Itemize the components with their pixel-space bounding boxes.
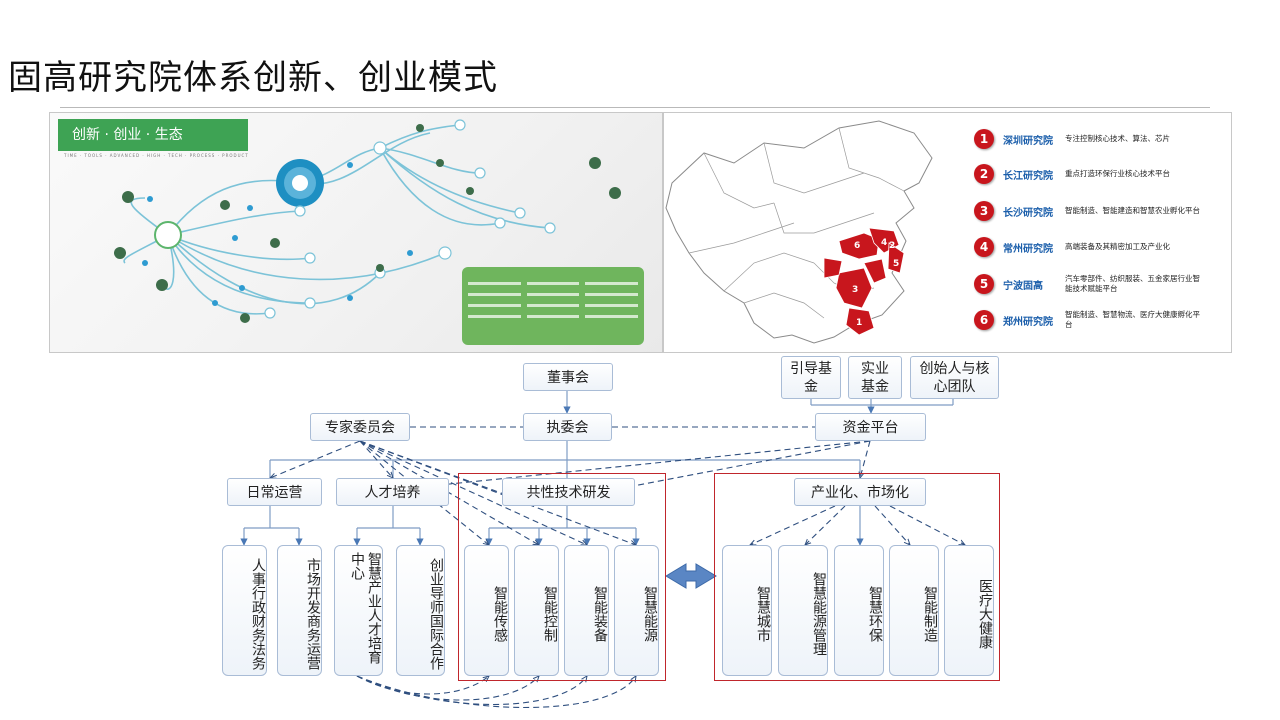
map-marker-1: 1 — [856, 318, 862, 328]
page-title: 固高研究院体系创新、创业模式 — [8, 58, 498, 98]
institute-item: 2 长江研究院 重点打造环保行业核心技术平台 — [974, 160, 1205, 188]
china-map: 6 4 2 5 3 1 — [665, 120, 933, 344]
institute-number-badge: 6 — [974, 310, 994, 330]
map-marker-2: 2 — [889, 241, 895, 251]
smart-sensing-box: 智能传感 — [464, 545, 509, 676]
talent-training-box: 人才培养 — [336, 478, 449, 506]
hr-admin-finance-legal-box: 人事行政财务法务 — [222, 545, 267, 676]
institute-item: 5 宁波固高 汽车零部件、纺织服装、五金家居行业智能技术赋能平台 — [974, 270, 1205, 298]
ecosystem-banner: 创新 · 创业 · 生态 — [58, 119, 248, 151]
smart-energy-box: 智慧能源 — [614, 545, 659, 676]
map-marker-3: 3 — [852, 285, 858, 295]
guide-fund-box: 引导基金 — [781, 356, 841, 399]
ecosystem-diagram: 创新 · 创业 · 生态 TIME · TOOLS · ADVANCED · H… — [49, 112, 663, 353]
ecosystem-note-card — [462, 267, 644, 345]
institute-number-badge: 3 — [974, 201, 994, 221]
smart-environment-box: 智慧环保 — [834, 545, 884, 676]
smart-manufacturing-box: 智能制造 — [889, 545, 939, 676]
industry-fund-box: 实业基金 — [848, 356, 902, 399]
institute-item: 6 郑州研究院 智能制造、智慧物流、医疗大健康孵化平台 — [974, 306, 1205, 334]
title-divider — [60, 107, 1210, 108]
tech-rd-frame — [458, 473, 666, 681]
institute-item: 1 深圳研究院 专注控制核心技术、算法、芯片 — [974, 125, 1205, 153]
exec-committee-box: 执委会 — [523, 413, 612, 441]
talent-center-box: 智慧产业人才培育中心 — [334, 545, 383, 676]
institute-desc: 智能制造、智能建造和智慧农业孵化平台 — [1065, 206, 1200, 215]
institute-item: 4 常州研究院 高端装备及其精密加工及产业化 — [974, 233, 1205, 261]
institute-desc: 高端装备及其精密加工及产业化 — [1065, 242, 1170, 251]
institute-name: 深圳研究院 — [1003, 135, 1053, 147]
map-marker-6: 6 — [854, 241, 860, 251]
map-marker-5: 5 — [893, 259, 899, 269]
institute-number-badge: 4 — [974, 237, 994, 257]
institute-name: 长江研究院 — [1003, 170, 1053, 182]
double-arrow-icon — [665, 563, 717, 589]
market-business-ops-box: 市场开发商务运营 — [277, 545, 322, 676]
founders-team-box: 创始人与核心团队 — [910, 356, 999, 399]
industry-frame — [714, 473, 1000, 681]
institute-number-badge: 2 — [974, 164, 994, 184]
smart-city-box: 智慧城市 — [722, 545, 772, 676]
expert-committee-box: 专家委员会 — [310, 413, 410, 441]
ecosystem-network-graphic — [114, 119, 621, 323]
institute-number-badge: 5 — [974, 274, 994, 294]
china-map-panel: 6 4 2 5 3 1 1 深圳研究院 专注控制核心技术、算法、芯片 2 长江研… — [663, 112, 1232, 353]
mentor-cooperation-box: 创业导师国际合作 — [396, 545, 445, 676]
institute-name: 常州研究院 — [1003, 243, 1053, 255]
institute-desc: 智能制造、智慧物流、医疗大健康孵化平台 — [1065, 310, 1200, 329]
smart-control-box: 智能控制 — [514, 545, 559, 676]
institute-name: 长沙研究院 — [1003, 207, 1053, 219]
institute-name: 郑州研究院 — [1003, 316, 1053, 328]
common-tech-rd-box: 共性技术研发 — [502, 478, 635, 506]
institute-name: 宁波固高 — [1003, 280, 1043, 292]
board-box: 董事会 — [523, 363, 613, 391]
industrialization-box: 产业化、市场化 — [794, 478, 926, 506]
fund-platform-box: 资金平台 — [815, 413, 926, 441]
institute-item: 3 长沙研究院 智能制造、智能建造和智慧农业孵化平台 — [974, 197, 1205, 225]
institute-desc: 汽车零部件、纺织服装、五金家居行业智能技术赋能平台 — [1065, 274, 1200, 293]
institute-number-badge: 1 — [974, 129, 994, 149]
medical-health-box: 医疗大健康 — [944, 545, 994, 676]
note-text-lines — [468, 282, 638, 318]
daily-ops-box: 日常运营 — [227, 478, 322, 506]
institute-desc: 重点打造环保行业核心技术平台 — [1065, 169, 1170, 178]
ecosystem-subtitle: TIME · TOOLS · ADVANCED · HIGH · TECH · … — [64, 153, 249, 158]
map-marker-4: 4 — [881, 238, 887, 248]
smart-equipment-box: 智能装备 — [564, 545, 609, 676]
smart-energy-mgmt-box: 智慧能源管理 — [778, 545, 828, 676]
institute-desc: 专注控制核心技术、算法、芯片 — [1065, 134, 1170, 143]
